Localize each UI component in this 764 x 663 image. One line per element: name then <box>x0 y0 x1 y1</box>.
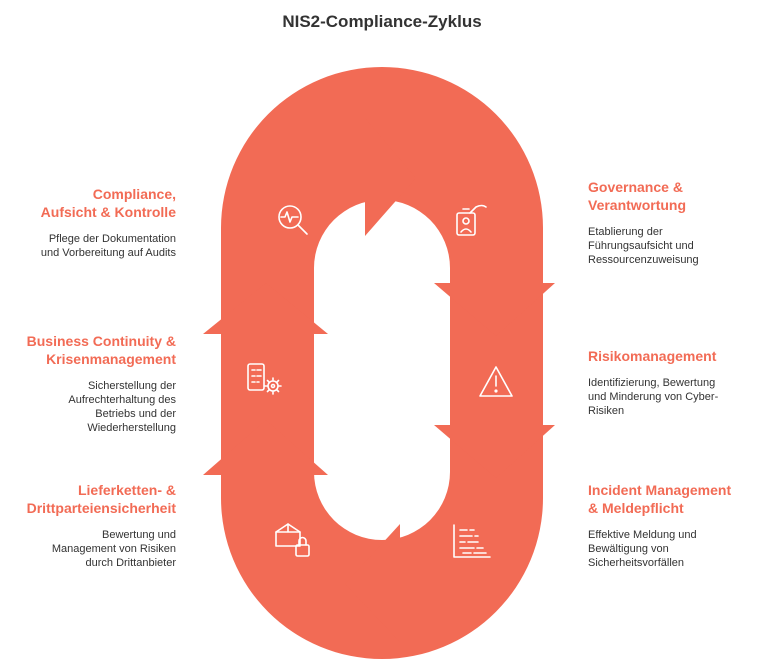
checklist-gear-icon <box>247 363 282 395</box>
step-heading: Risikomanagement <box>588 348 717 364</box>
step-heading: Incident Management & Meldepflicht <box>588 482 732 516</box>
arrow-head-right-lower <box>434 425 555 478</box>
step-compliance-oversight: Compliance, Aufsicht & Kontrolle Pflege … <box>0 185 176 260</box>
step-risk-management: Risikomanagement Identifizierung, Bewert… <box>588 347 764 418</box>
step-description: Bewertung und Management von Risiken dur… <box>51 529 176 569</box>
step-description: Sicherstellung der Aufrechterhaltung des… <box>68 380 176 434</box>
id-badge-icon <box>456 204 487 236</box>
package-lock-icon <box>275 523 310 557</box>
step-incident-management: Incident Management & Meldepflicht Effek… <box>588 481 764 570</box>
step-description: Etablierung der Führungsaufsicht und Res… <box>588 226 699 266</box>
step-supply-chain: Lieferketten- & Drittparteiensicherheit … <box>0 481 176 570</box>
arrow-head-left-lower <box>203 420 328 475</box>
step-description: Identifizierung, Bewertung und Minderung… <box>588 377 719 417</box>
step-description: Pflege der Dokumentation und Vorbereitun… <box>40 233 176 259</box>
magnifier-pulse-icon <box>278 205 308 235</box>
arrow-head-bottom <box>345 524 400 642</box>
warning-icon <box>479 366 513 397</box>
step-heading: Business Continuity & Krisenmanagement <box>26 333 176 367</box>
step-heading: Lieferketten- & Drittparteiensicherheit <box>26 482 176 516</box>
step-description: Effektive Meldung und Bewältigung von Si… <box>588 529 697 569</box>
step-heading: Compliance, Aufsicht & Kontrolle <box>40 186 176 220</box>
arrow-head-top <box>365 118 416 236</box>
page-title: NIS2-Compliance-Zyklus <box>282 12 482 31</box>
step-heading: Governance & Verantwortung <box>588 179 687 213</box>
step-governance: Governance & Verantwortung Etablierung d… <box>588 178 764 267</box>
arrow-head-left-upper <box>203 283 328 334</box>
arrow-head-right-upper <box>434 283 555 336</box>
step-business-continuity: Business Continuity & Krisenmanagement S… <box>0 332 176 435</box>
incident-chart-icon <box>453 524 491 558</box>
